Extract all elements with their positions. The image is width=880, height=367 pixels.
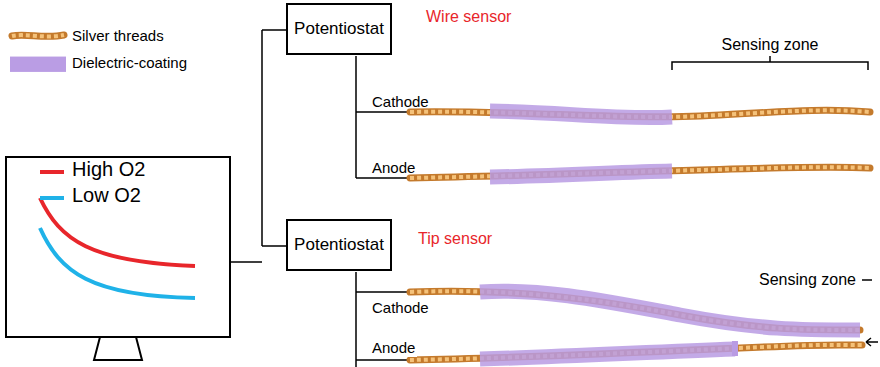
- legend-text: High O2: [72, 158, 145, 180]
- tip-junction: [732, 341, 738, 356]
- thread-twist: [410, 110, 870, 117]
- monitor-stand: [94, 337, 142, 360]
- silver-thread: [12, 35, 64, 36]
- low-curve: [40, 228, 195, 298]
- legend-swatch: [10, 57, 66, 72]
- legend-text: Silver threads: [72, 28, 164, 45]
- leader-line: [862, 279, 872, 281]
- part-label: Anode: [370, 160, 417, 177]
- silver-thread: [410, 167, 870, 178]
- silver-thread: [410, 345, 862, 360]
- dielectric-coating: [490, 111, 672, 118]
- dielectric-coating: [10, 57, 66, 72]
- dielectric-coating: [490, 171, 672, 177]
- box-label: Potentiostat: [294, 236, 384, 255]
- legend-text: Low O2: [72, 184, 141, 206]
- dielectric-coating: [480, 349, 735, 359]
- thread-twist: [410, 291, 860, 330]
- legend-swatch: [40, 196, 64, 200]
- thread-twist: [12, 35, 64, 36]
- part-label: Anode: [370, 340, 417, 357]
- dielectric-coating: [480, 291, 860, 330]
- box-label: Potentiostat: [294, 20, 384, 39]
- part-label: Sensing zone: [757, 271, 858, 289]
- monitor-screen: [6, 157, 230, 337]
- title-label: Tip sensor: [416, 230, 494, 248]
- potentiostat-box: Potentiostat: [286, 219, 392, 271]
- bracket: [672, 56, 868, 70]
- legend-swatch: [40, 170, 64, 174]
- title-label: Wire sensor: [424, 8, 513, 26]
- silver-thread: [410, 291, 860, 330]
- legend-text: Dielectric-coating: [72, 55, 187, 72]
- high-curve: [40, 198, 195, 266]
- part-label: Sensing zone: [720, 36, 821, 54]
- arrow-mark: [866, 338, 878, 346]
- wire: [230, 30, 289, 262]
- part-label: Cathode: [370, 94, 431, 111]
- thread-twist: [410, 345, 862, 360]
- thread-twist: [410, 167, 870, 178]
- part-label: Cathode: [370, 300, 431, 317]
- potentiostat-box: Potentiostat: [286, 3, 392, 55]
- silver-thread: [410, 110, 870, 117]
